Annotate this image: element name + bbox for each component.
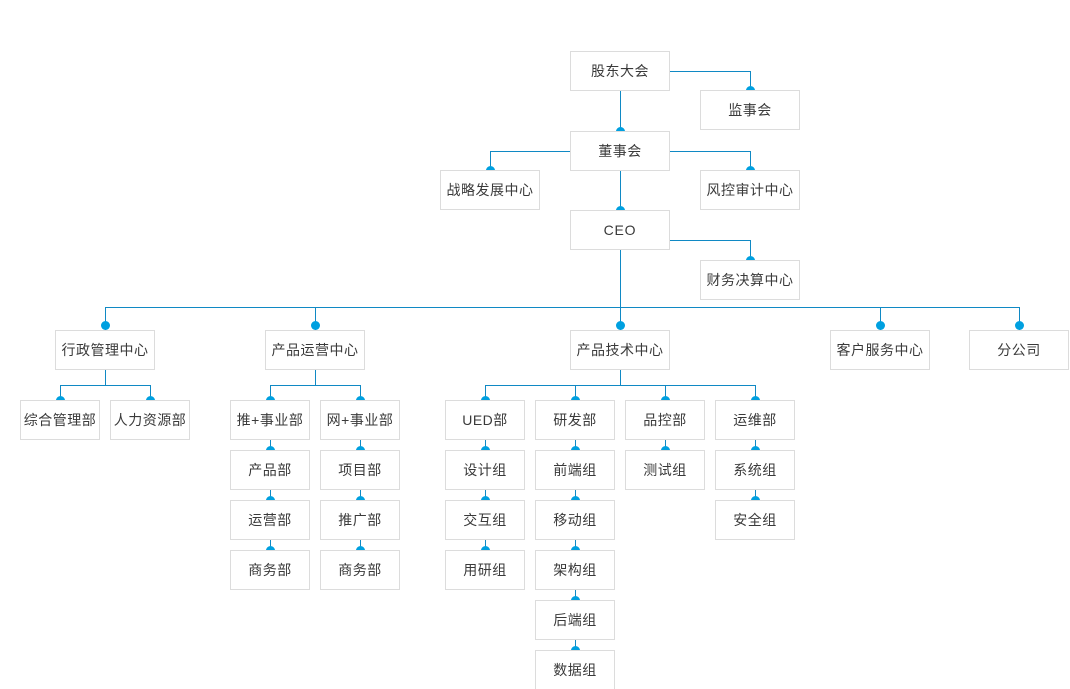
node-product-technology-center[interactable]: 产品技术中心 xyxy=(570,330,670,370)
connector-bus-to-ops-v xyxy=(315,307,316,330)
connector-ops-sub-bus xyxy=(270,385,360,386)
node-branch-company[interactable]: 分公司 xyxy=(969,330,1069,370)
connector-ops-stem-v xyxy=(315,370,316,385)
connector-ued-design-v xyxy=(485,440,486,450)
connector-ops-tui-v xyxy=(270,385,271,400)
connector-admin-stem-v xyxy=(105,370,106,385)
connector-project-promotion-v xyxy=(360,490,361,500)
connector-board-to-strategy-v xyxy=(490,151,491,170)
node-project-dept[interactable]: 项目部 xyxy=(320,450,400,490)
node-general-management-dept[interactable]: 综合管理部 xyxy=(20,400,100,440)
connector-board-to-riskaudit-v xyxy=(750,151,751,170)
node-operations-dept[interactable]: 运营部 xyxy=(230,500,310,540)
connector-tui-product-v xyxy=(270,440,271,450)
connector-tech-ops-v xyxy=(755,385,756,400)
connector-shareholders-to-supervisory-v xyxy=(750,71,751,90)
connector-architecture-backend-v xyxy=(575,590,576,600)
connector-bus-to-service-v xyxy=(880,307,881,330)
connector-wang-project-v xyxy=(360,440,361,450)
node-test-group[interactable]: 测试组 xyxy=(625,450,705,490)
node-backend-group[interactable]: 后端组 xyxy=(535,600,615,640)
connector-system-security-v xyxy=(755,490,756,500)
node-board-of-directors[interactable]: 董事会 xyxy=(570,131,670,171)
node-human-resources-dept[interactable]: 人力资源部 xyxy=(110,400,190,440)
connector-tech-ued-v xyxy=(485,385,486,400)
node-admin-management-center[interactable]: 行政管理中心 xyxy=(55,330,155,370)
connector-tech-rd-v xyxy=(575,385,576,400)
connector-bus-to-tech-v xyxy=(620,307,621,330)
connector-bus-to-branch-v xyxy=(1019,307,1020,330)
connector-operation-business-v xyxy=(270,540,271,550)
node-finance-settlement-center[interactable]: 财务决算中心 xyxy=(700,260,800,300)
node-product-operations-center[interactable]: 产品运营中心 xyxy=(265,330,365,370)
node-architecture-group[interactable]: 架构组 xyxy=(535,550,615,590)
connector-ceo-to-finance-v xyxy=(750,240,751,260)
connector-interaction-userresearch-v xyxy=(485,540,486,550)
node-data-group[interactable]: 数据组 xyxy=(535,650,615,689)
node-rd-dept[interactable]: 研发部 xyxy=(535,400,615,440)
connector-ops-wang-v xyxy=(360,385,361,400)
connector-ceo-to-bus-v xyxy=(620,250,621,307)
connector-dot-service-center xyxy=(876,321,885,330)
connector-board-to-riskaudit-h xyxy=(670,151,750,152)
connector-shareholders-to-supervisory-h xyxy=(670,71,750,72)
connector-board-to-strategy-h xyxy=(490,151,570,152)
node-design-group[interactable]: 设计组 xyxy=(445,450,525,490)
node-quality-control-dept[interactable]: 品控部 xyxy=(625,400,705,440)
connector-mobile-architecture-v xyxy=(575,540,576,550)
connector-shareholders-to-board-v xyxy=(620,91,621,131)
connector-backend-data-v xyxy=(575,640,576,650)
connector-tech-qa-v xyxy=(665,385,666,400)
connector-promotion-business-v xyxy=(360,540,361,550)
node-interaction-group[interactable]: 交互组 xyxy=(445,500,525,540)
node-tui-plus-business-unit[interactable]: 推+事业部 xyxy=(230,400,310,440)
node-shareholders-meeting[interactable]: 股东大会 xyxy=(570,51,670,91)
connector-bus-to-admin-v xyxy=(105,307,106,330)
connector-division-bus xyxy=(105,307,1019,308)
connector-admin-sub-bus xyxy=(60,385,150,386)
node-product-dept[interactable]: 产品部 xyxy=(230,450,310,490)
node-operations-maintenance-dept[interactable]: 运维部 xyxy=(715,400,795,440)
node-ued-dept[interactable]: UED部 xyxy=(445,400,525,440)
node-business-dept-tui[interactable]: 商务部 xyxy=(230,550,310,590)
node-frontend-group[interactable]: 前端组 xyxy=(535,450,615,490)
connector-rd-frontend-v xyxy=(575,440,576,450)
node-system-group[interactable]: 系统组 xyxy=(715,450,795,490)
node-wang-plus-business-unit[interactable]: 网+事业部 xyxy=(320,400,400,440)
connector-admin-hr-v xyxy=(150,385,151,400)
connector-ops-system-v xyxy=(755,440,756,450)
connector-product-operation-v xyxy=(270,490,271,500)
node-supervisory-board[interactable]: 监事会 xyxy=(700,90,800,130)
node-risk-audit-center[interactable]: 风控审计中心 xyxy=(700,170,800,210)
connector-frontend-mobile-v xyxy=(575,490,576,500)
connector-design-interaction-v xyxy=(485,490,486,500)
node-security-group[interactable]: 安全组 xyxy=(715,500,795,540)
connector-dot-admin-center xyxy=(101,321,110,330)
connector-dot-tech-center xyxy=(616,321,625,330)
connector-board-to-ceo-v xyxy=(620,171,621,210)
node-ceo[interactable]: CEO xyxy=(570,210,670,250)
connector-qa-test-v xyxy=(665,440,666,450)
connector-ceo-to-finance-h xyxy=(670,240,750,241)
node-business-dept-wang[interactable]: 商务部 xyxy=(320,550,400,590)
connector-dot-branch xyxy=(1015,321,1024,330)
connector-dot-ops-center xyxy=(311,321,320,330)
node-user-research-group[interactable]: 用研组 xyxy=(445,550,525,590)
node-mobile-group[interactable]: 移动组 xyxy=(535,500,615,540)
node-customer-service-center[interactable]: 客户服务中心 xyxy=(830,330,930,370)
connector-tech-sub-bus xyxy=(485,385,755,386)
connector-tech-stem-v xyxy=(620,370,621,385)
node-promotion-dept[interactable]: 推广部 xyxy=(320,500,400,540)
connector-admin-general-v xyxy=(60,385,61,400)
node-strategy-development-center[interactable]: 战略发展中心 xyxy=(440,170,540,210)
